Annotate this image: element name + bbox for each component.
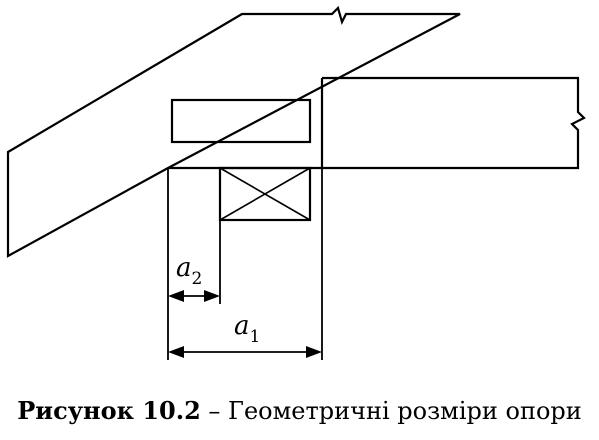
horizontal-beam (322, 76, 586, 170)
figure-caption-label: Рисунок 10.2 (17, 396, 201, 425)
arrowhead-a2-left (168, 290, 184, 302)
figure-caption-separator: – (200, 397, 229, 425)
arrowhead-a2-right (204, 290, 220, 302)
support-geometry-diagram: a2 a1 (6, 5, 586, 360)
inclined-beam (6, 5, 461, 258)
arrowhead-a1-right (306, 346, 322, 358)
arrowhead-a1-left (168, 346, 184, 358)
support-block-cross-2 (219, 167, 311, 221)
figure-caption-text: Геометричні розміри опори (228, 397, 582, 425)
figure-caption: Рисунок 10.2 – Геометричні розміри опори (0, 396, 599, 425)
bearing-plate (170, 98, 312, 144)
dimension-label-a2: a2 (176, 253, 202, 289)
dimension-label-a1: a1 (234, 311, 260, 347)
support-block (218, 166, 312, 222)
